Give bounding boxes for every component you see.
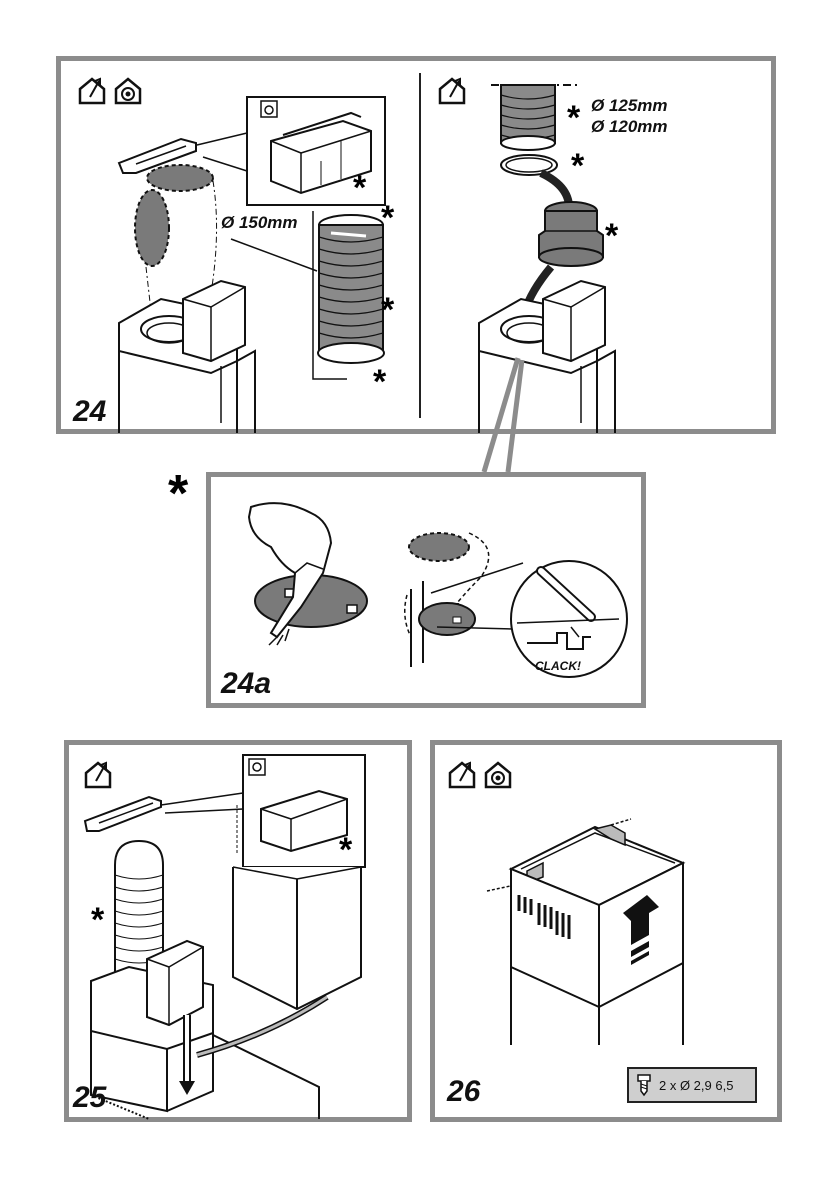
screw-spec-box: 2 x Ø 2,9 6,5 <box>627 1067 757 1103</box>
optional-mark: * <box>571 147 585 185</box>
step-24a-illustration <box>247 502 628 678</box>
house-extraction-icon <box>78 77 106 105</box>
house-extraction-icon <box>448 761 476 789</box>
optional-mark: * <box>373 363 387 401</box>
optional-mark: * <box>353 169 367 207</box>
step-number: 25 <box>73 1081 107 1114</box>
diameter-120-label: Ø 120mm <box>591 117 668 136</box>
diameter-125-label: Ø 125mm <box>591 96 668 115</box>
step-26-illustration <box>486 818 686 1045</box>
panel-divider <box>419 73 421 418</box>
step-number: 26 <box>447 1075 481 1108</box>
step-26-panel: 2 x Ø 2,9 6,5 26 <box>430 740 782 1122</box>
optional-mark: * <box>339 831 353 869</box>
optional-mark: * <box>91 901 105 939</box>
step-24-right-illustration <box>478 84 616 433</box>
optional-mark: * <box>381 291 395 329</box>
step-number: 24 <box>73 395 107 428</box>
house-extraction-icon <box>84 761 112 789</box>
screw-spec-text: 2 x Ø 2,9 6,5 <box>659 1077 734 1093</box>
optional-mark: * <box>605 217 619 255</box>
house-recirculation-icon <box>114 77 142 105</box>
screw-icon <box>637 1074 651 1097</box>
optional-mark-large: * <box>168 465 189 523</box>
step-number: 24a <box>221 667 272 700</box>
step-25-illustration <box>83 754 366 1120</box>
house-recirculation-icon <box>484 761 512 789</box>
step-24a-panel: CLACK! 24a <box>206 472 646 708</box>
house-extraction-icon-right <box>438 77 466 105</box>
step-25-panel: * * 25 <box>64 740 412 1122</box>
clack-label: CLACK! <box>535 659 581 673</box>
optional-mark: * <box>567 99 581 137</box>
step-24-panel: Ø 150mm Ø 125mm Ø 120mm * * * * * * * 24 <box>56 56 776 434</box>
optional-mark: * <box>381 199 395 237</box>
step-24-left-illustration <box>117 96 386 433</box>
diameter-150-label: Ø 150mm <box>221 213 298 232</box>
